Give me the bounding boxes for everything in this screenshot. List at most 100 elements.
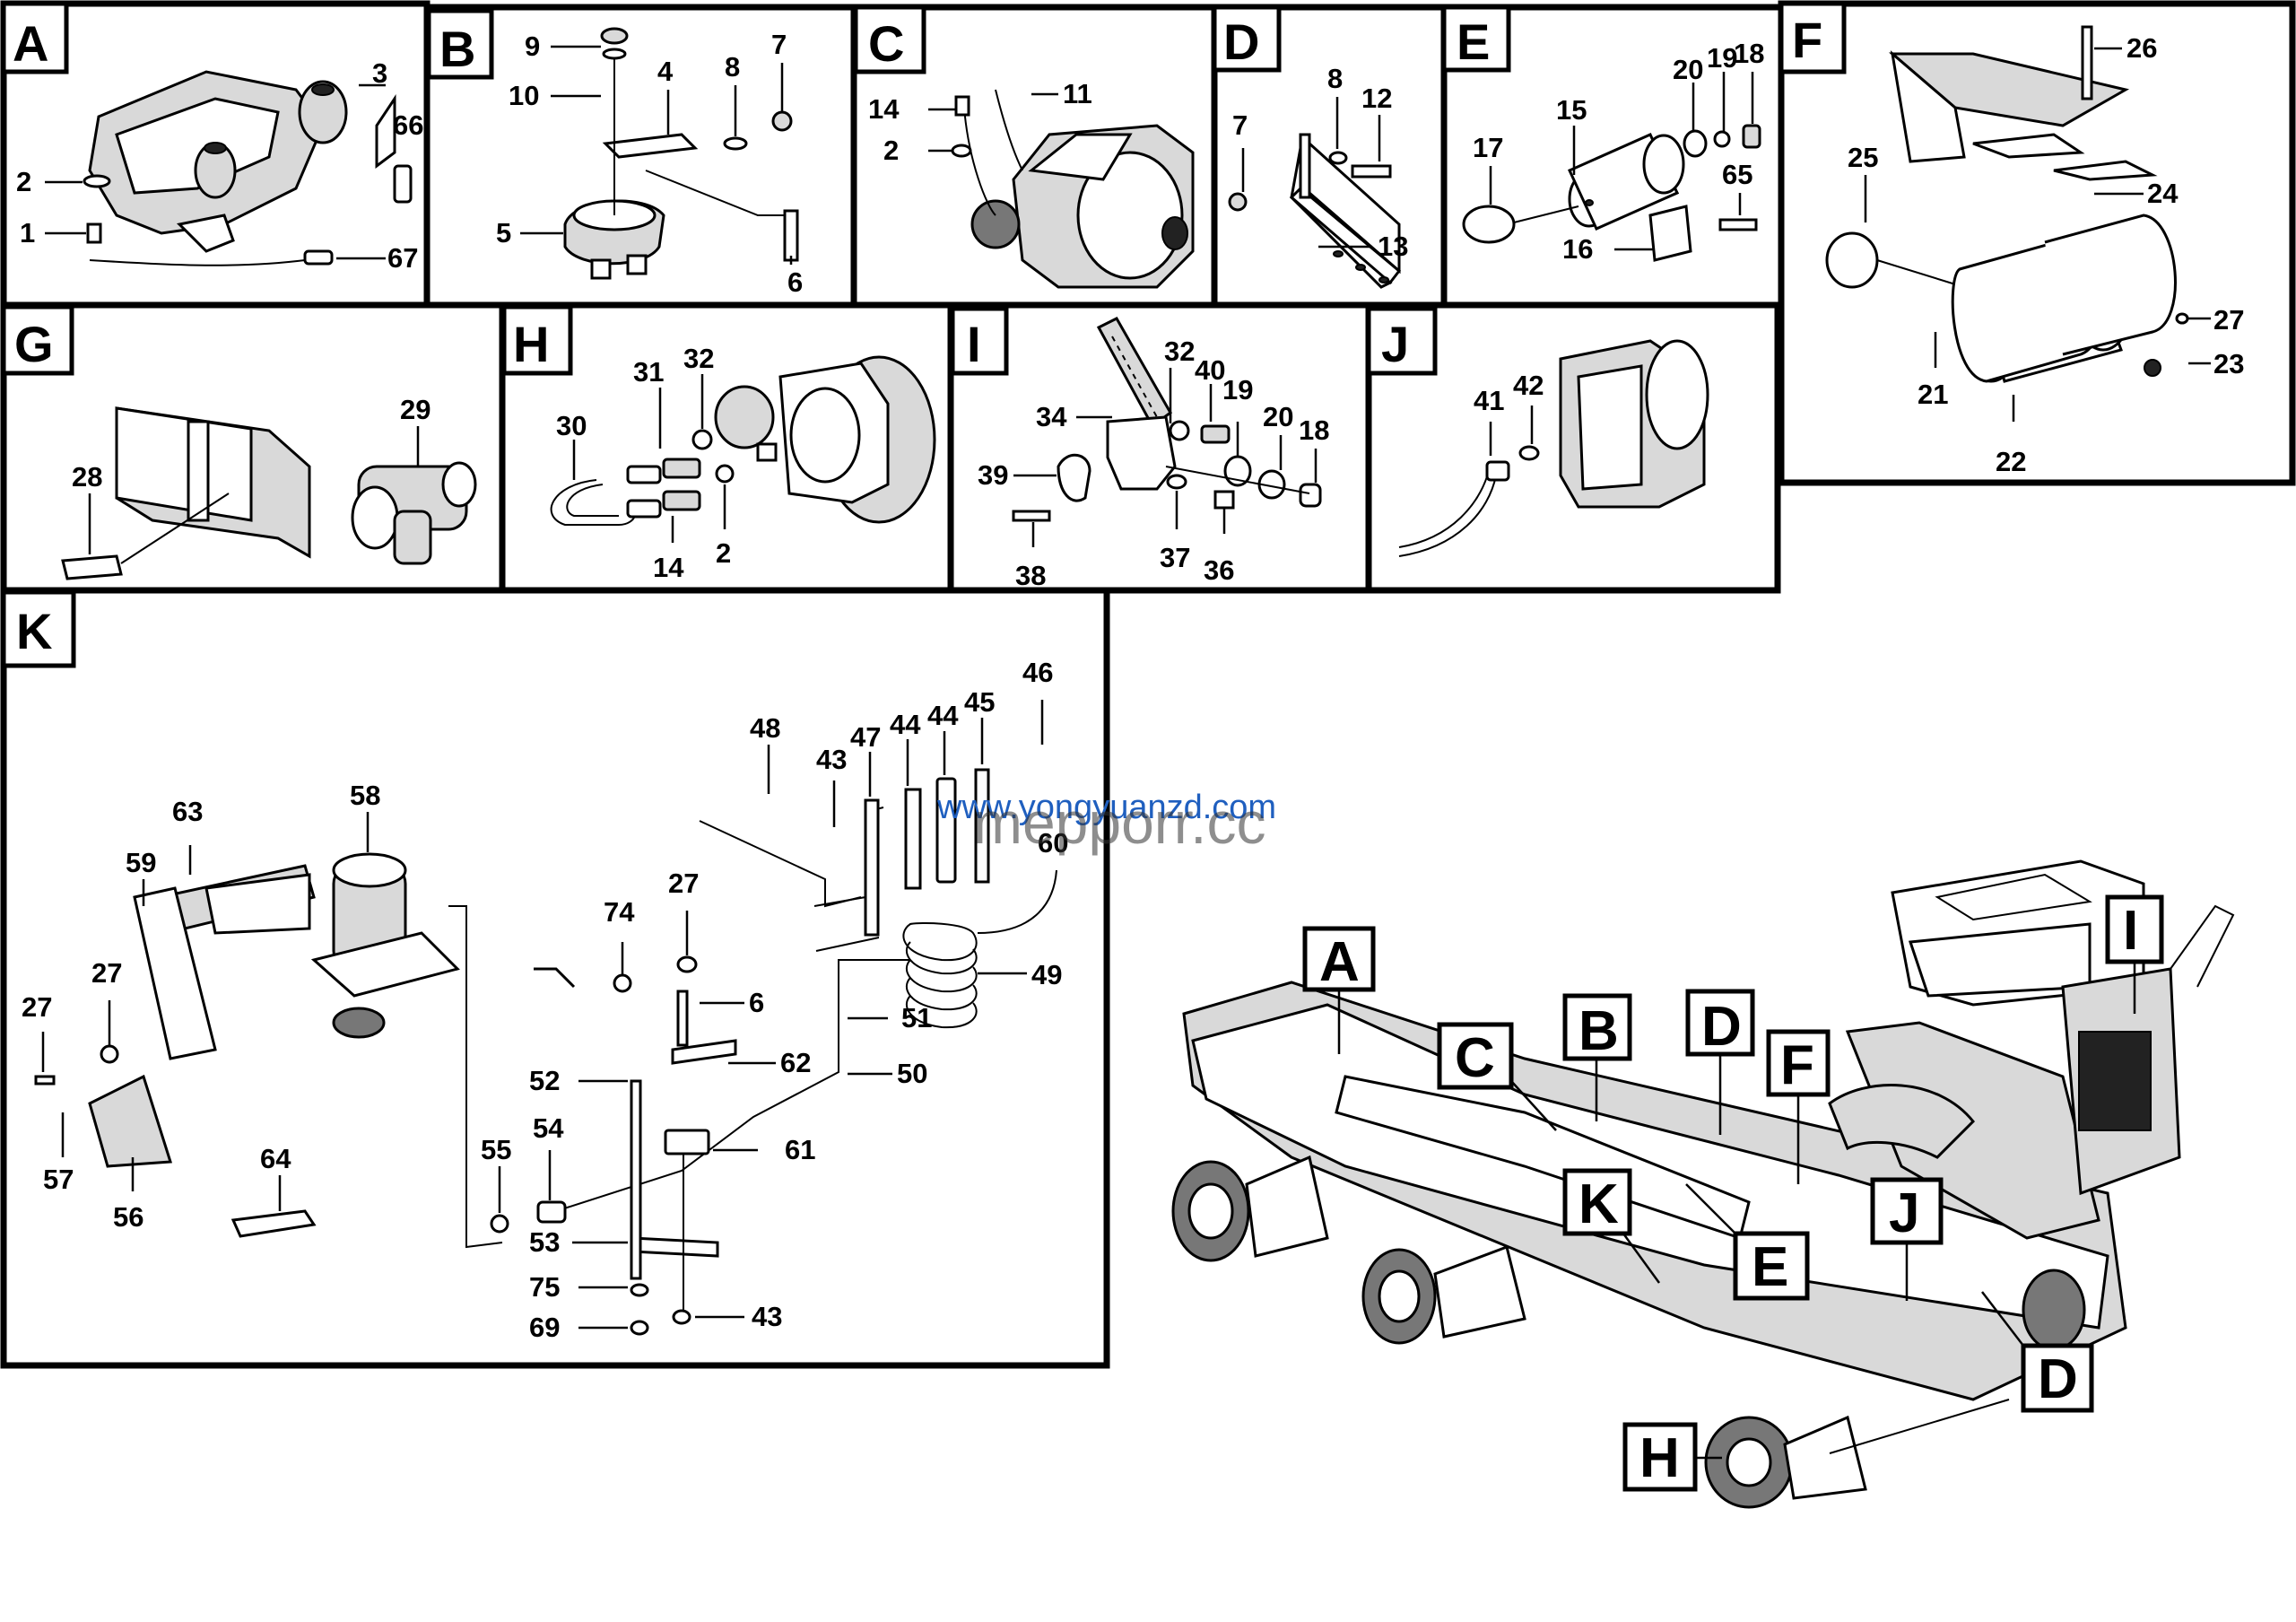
svg-text:F: F xyxy=(1780,1034,1814,1096)
callout-d-7: 7 xyxy=(1232,109,1248,141)
callout-i-40: 40 xyxy=(1195,354,1225,386)
watermark: www.yongyuanzd.com mepporr.cc xyxy=(936,789,1276,856)
callout-k-6: 6 xyxy=(749,987,764,1018)
tank-mount-drawing xyxy=(1825,25,2189,383)
panel-a-letter: A xyxy=(13,15,48,72)
callout-d-8: 8 xyxy=(1327,63,1343,94)
panel-j-letter: J xyxy=(1381,316,1409,372)
panel-k: K xyxy=(0,587,1110,1369)
panel-a: A 3 66 2 1 67 xyxy=(0,0,430,309)
panel-f-letter: F xyxy=(1792,12,1822,68)
label-c: C xyxy=(1437,1022,1557,1131)
callout-e-19: 19 xyxy=(1707,42,1737,74)
callout-k-75: 75 xyxy=(529,1271,560,1303)
svg-text:J: J xyxy=(1889,1182,1919,1244)
callout-d-12: 12 xyxy=(1361,83,1392,114)
callout-a-67: 67 xyxy=(387,242,418,274)
callout-h-31: 31 xyxy=(633,356,664,388)
brake-valve-drawing xyxy=(563,27,799,280)
panel-d: D 8 12 7 13 xyxy=(1211,4,1448,309)
callout-i-19: 19 xyxy=(1222,374,1253,406)
svg-text:C: C xyxy=(1455,1027,1495,1089)
panel-g-letter: G xyxy=(14,316,54,372)
callout-c-2: 2 xyxy=(883,135,899,166)
panel-f: F 26 25 2 xyxy=(1778,0,2296,486)
engine-drawing xyxy=(1398,339,1709,557)
svg-text:E: E xyxy=(1752,1236,1788,1298)
callout-k-64: 64 xyxy=(260,1143,291,1174)
callout-k-27a: 27 xyxy=(91,957,122,989)
callout-e-15: 15 xyxy=(1556,94,1587,126)
callout-g-28: 28 xyxy=(72,461,102,493)
callout-i-20: 20 xyxy=(1263,401,1293,432)
callout-k-63: 63 xyxy=(172,796,203,827)
callout-i-32: 32 xyxy=(1164,336,1195,367)
panel-d-letter: D xyxy=(1223,13,1259,70)
hub-reduction-drawing xyxy=(550,355,936,526)
callout-i-37: 37 xyxy=(1160,542,1190,573)
svg-text:K: K xyxy=(1578,1173,1619,1235)
label-d-top: D xyxy=(1685,989,1755,1135)
callout-k-46: 46 xyxy=(1022,657,1053,688)
callout-k-57: 57 xyxy=(43,1164,74,1195)
callout-d-13: 13 xyxy=(1378,231,1408,262)
callout-a-2: 2 xyxy=(16,166,31,197)
air-dryer-drawing xyxy=(88,768,1057,1336)
callout-k-49: 49 xyxy=(1031,959,1062,990)
callout-k-27b: 27 xyxy=(668,868,699,899)
callout-k-43b: 43 xyxy=(752,1301,782,1332)
callout-a-66: 66 xyxy=(393,109,423,141)
callout-f-23: 23 xyxy=(2213,348,2244,379)
callout-k-54: 54 xyxy=(533,1112,564,1144)
pedal-valve-drawing xyxy=(1012,317,1322,522)
callout-k-74: 74 xyxy=(604,896,635,928)
callout-j-42: 42 xyxy=(1513,370,1544,401)
callout-k-43a: 43 xyxy=(816,744,847,775)
callout-h-32: 32 xyxy=(683,343,714,374)
callout-b-10: 10 xyxy=(509,80,539,111)
callout-c-11: 11 xyxy=(1063,78,1092,109)
callout-f-22: 22 xyxy=(1996,446,2026,477)
label-j: J xyxy=(1870,1177,1944,1301)
callout-k-48: 48 xyxy=(750,712,780,744)
panel-j: J 41 42 xyxy=(1365,301,1781,594)
panel-c-letter: C xyxy=(868,15,904,72)
callout-a-3: 3 xyxy=(372,57,387,89)
callout-k-59: 59 xyxy=(126,847,156,878)
callout-k-69: 69 xyxy=(529,1312,560,1343)
panel-h-letter: H xyxy=(513,316,549,372)
panel-g: G 29 28 xyxy=(0,301,506,594)
callout-e-20: 20 xyxy=(1673,54,1703,85)
callout-k-61: 61 xyxy=(785,1134,815,1165)
panel-b: B 9 10 4 8 7 5 6 xyxy=(423,4,857,309)
callout-f-25: 25 xyxy=(1848,142,1878,173)
label-d-bottom: D xyxy=(1981,1291,2094,1413)
svg-text:H: H xyxy=(1639,1427,1680,1489)
callout-b-9: 9 xyxy=(525,31,540,62)
panel-b-letter: B xyxy=(439,21,475,77)
callout-k-56: 56 xyxy=(113,1201,144,1233)
callout-i-36: 36 xyxy=(1204,554,1234,586)
label-b: B xyxy=(1562,993,1632,1121)
watermark-url: www.yongyuanzd.com xyxy=(936,789,1276,826)
frame-rail-drawing xyxy=(61,406,477,580)
chassis-drawing xyxy=(1182,859,2235,1401)
callout-f-24: 24 xyxy=(2147,178,2179,209)
callout-k-58: 58 xyxy=(350,780,380,811)
callout-h-14: 14 xyxy=(653,552,684,583)
panel-h: H 31 32 30 14 2 xyxy=(499,301,954,594)
callout-k-60: 27 xyxy=(22,991,52,1023)
machine-overview: A B C D F I K xyxy=(1171,859,2235,1509)
panel-e-letter: E xyxy=(1457,13,1490,70)
callout-b-6: 6 xyxy=(787,266,803,298)
callout-h-2: 2 xyxy=(716,537,731,569)
callout-e-17: 17 xyxy=(1473,132,1503,163)
callout-k-50: 50 xyxy=(897,1058,927,1089)
svg-text:A: A xyxy=(1319,931,1360,993)
label-a: A xyxy=(1302,926,1376,1054)
label-k: K xyxy=(1562,1168,1661,1284)
svg-text:D: D xyxy=(1701,996,1742,1058)
callout-k-44b: 44 xyxy=(927,700,959,731)
callout-f-27: 27 xyxy=(2213,304,2244,336)
callout-g-29: 29 xyxy=(400,394,430,425)
